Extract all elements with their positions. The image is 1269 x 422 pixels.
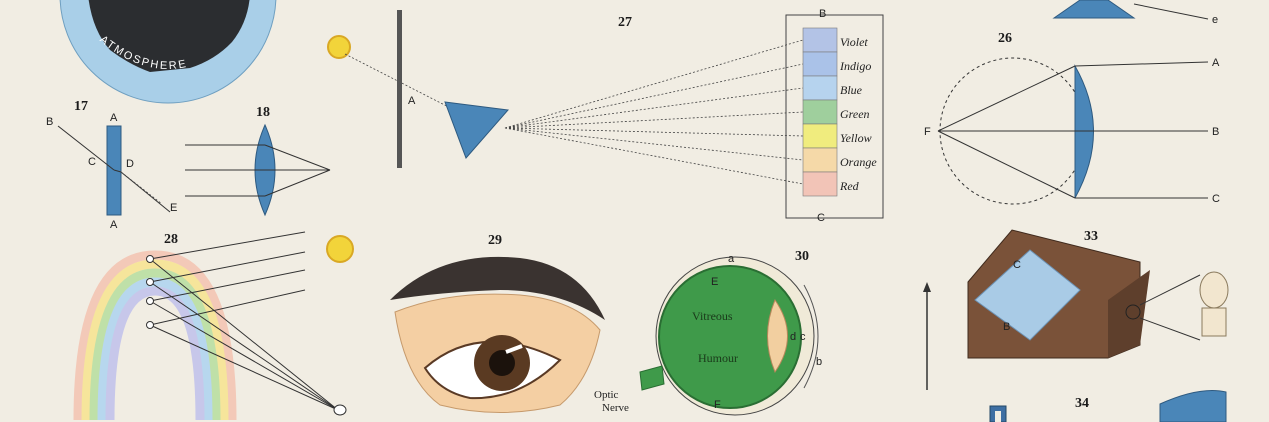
label-a-top: A	[110, 112, 118, 124]
label-c-33: C	[1013, 259, 1021, 271]
spectrum-ray-green	[504, 111, 804, 129]
spectrum-band-green	[802, 99, 838, 125]
letter-e: E	[711, 276, 718, 288]
letter-c: c	[800, 331, 806, 343]
label-b-33: B	[1003, 321, 1010, 333]
figure-26-number: 26	[998, 31, 1012, 46]
spectrum-label-blue: Blue	[840, 83, 863, 97]
spectrum-label-green: Green	[840, 107, 870, 121]
letter-f: F	[714, 399, 721, 411]
eyebrow	[390, 256, 605, 320]
spectrum-label-indigo: Indigo	[839, 59, 871, 73]
nerve-line-2: Nerve	[602, 402, 629, 414]
figure-33-number: 33	[1084, 229, 1098, 244]
figure-33: 33 C B	[967, 229, 1229, 359]
figure-28: 28	[73, 231, 354, 421]
ray-label-c: C	[1212, 193, 1220, 205]
figure-30: 30 Vitreous Humour Optic Nerve a E d c b…	[594, 249, 822, 416]
label-c: C	[88, 156, 96, 168]
letter-d: d	[790, 331, 796, 343]
vitreous-line-1: Vitreous	[692, 309, 733, 323]
spectrum-band-red	[802, 171, 838, 197]
letter-b: b	[816, 356, 822, 368]
crystalline-lens	[767, 298, 788, 374]
figure-30-number: 30	[795, 249, 809, 264]
vitreous-body	[658, 265, 802, 409]
mirror-plate	[974, 249, 1081, 341]
spectrum-band-blue	[802, 75, 838, 101]
figure-27-number: 27	[618, 15, 632, 30]
label-e-small: e	[1212, 14, 1218, 26]
label-e: E	[170, 202, 177, 214]
figure-29: 29	[390, 233, 605, 413]
spectrum-top-label: B	[819, 8, 826, 20]
camera-lens-icon	[1125, 304, 1141, 320]
nerve-line-1: Optic	[594, 389, 619, 401]
spectrum-band-violet	[802, 27, 838, 53]
figure-27: 27 A B C VioletIndigoBlueGreenYellowOran…	[327, 8, 884, 224]
figure-26: 26 F A B C	[924, 31, 1220, 205]
figure-34-object	[1159, 390, 1227, 422]
spectrum-band-indigo	[802, 51, 838, 77]
spectrum-band-yellow	[802, 123, 838, 149]
screen-bar	[397, 10, 402, 168]
bust-icon	[1199, 271, 1229, 309]
label-a-bottom: A	[110, 219, 118, 231]
observer-eye-icon	[333, 404, 347, 416]
figure-25-fragment: e	[1052, 0, 1218, 26]
ray-label-b: B	[1212, 126, 1219, 138]
figure-18: 18	[185, 105, 331, 217]
spectrum-label-orange: Orange	[840, 155, 877, 169]
figure-17: 17 A A B C D E	[46, 99, 177, 231]
ray-label-a: A	[1212, 57, 1220, 69]
figure-18-number: 18	[256, 105, 270, 120]
sun-icon-2	[326, 235, 354, 263]
focus-label: F	[924, 126, 931, 138]
spectrum-ray-blue	[504, 87, 804, 129]
figure-28-number: 28	[164, 232, 178, 247]
spectrum-ray-orange	[504, 127, 804, 161]
spectrum-label-violet: Violet	[840, 35, 868, 49]
arrow-figure	[923, 282, 931, 390]
spectrum-ray-red	[504, 127, 804, 185]
spectrum-ray-yellow	[504, 127, 804, 137]
figure-34: 34	[989, 390, 1227, 422]
vitreous-line-2: Humour	[698, 351, 738, 365]
spectrum-label-red: Red	[839, 179, 860, 193]
pupil	[489, 350, 515, 376]
spectrum-label-yellow: Yellow	[840, 131, 872, 145]
spectrum-ray-indigo	[504, 63, 804, 129]
spectrum-band-orange	[802, 147, 838, 173]
aperture-label: A	[408, 95, 416, 107]
prism	[444, 101, 509, 159]
spectrum-bottom-label: C	[817, 212, 825, 224]
atmosphere-figure: ATMOSPHERE	[59, 0, 277, 104]
label-d: D	[126, 158, 134, 170]
figure-34-number: 34	[1075, 396, 1089, 411]
figure-17-number: 17	[74, 99, 88, 114]
letter-a: a	[728, 253, 735, 265]
figure-29-number: 29	[488, 233, 502, 248]
lens-segment	[1074, 64, 1094, 199]
sun-icon	[327, 35, 351, 59]
spectrum-screen	[785, 14, 884, 219]
label-b: B	[46, 116, 53, 128]
